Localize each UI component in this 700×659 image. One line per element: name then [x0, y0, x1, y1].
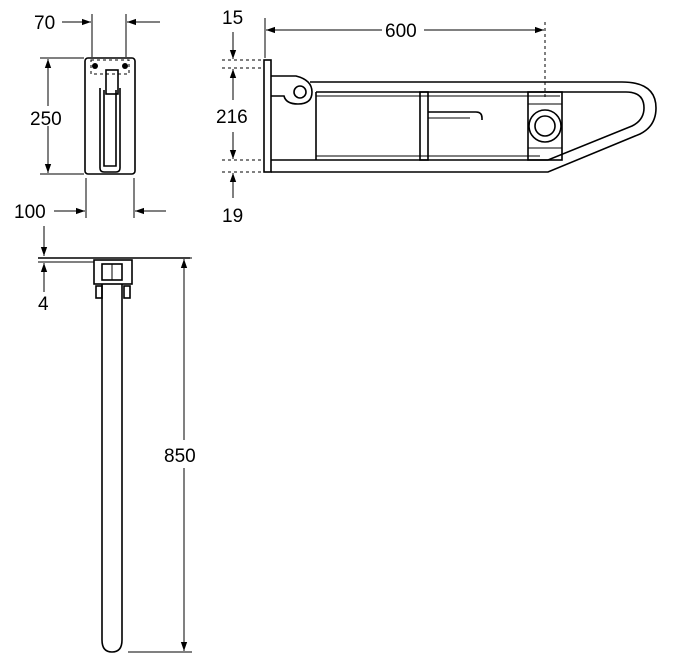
mounting-holes-outline [90, 59, 130, 75]
paper-holder-arm [428, 111, 483, 120]
dimension-600: 600 [264, 18, 544, 58]
dimension-216: 216 [216, 69, 248, 159]
center-strap [419, 91, 429, 161]
dimension-4: 4 [38, 226, 49, 315]
dimension-850: 850 [128, 257, 196, 653]
plan-view [38, 257, 190, 653]
grab-bar-front-inner [103, 90, 117, 167]
dim-4-label: 4 [38, 294, 49, 315]
dimension-100: 100 [14, 178, 166, 223]
dimension-19: 19 [222, 159, 264, 227]
grab-bar-front [99, 88, 121, 173]
dim-100-label: 100 [14, 202, 46, 223]
dim-600-label: 600 [385, 21, 417, 42]
hinge-pin [293, 85, 307, 99]
dim-19-label: 19 [222, 206, 243, 227]
front-view [84, 57, 136, 175]
round-fitting-inner [534, 115, 556, 137]
dim-70-label: 70 [34, 13, 55, 34]
pin-right [123, 285, 131, 299]
hinge-block [105, 69, 119, 95]
dimension-70: 70 [34, 13, 160, 57]
dimension-15: 15 [222, 8, 264, 69]
grab-bar-plan [101, 284, 123, 653]
hinge-knuckle [271, 75, 313, 105]
side-view [263, 22, 657, 173]
pin-left [95, 285, 103, 299]
screw-hole-right [122, 63, 128, 69]
mount-block-plan [93, 259, 133, 285]
dimension-250: 250 [30, 57, 84, 175]
arm-outer [271, 81, 657, 173]
dim-850-label: 850 [164, 446, 196, 467]
wall-plate-front [84, 57, 136, 175]
end-bracket [527, 91, 563, 161]
screw-hole-left [92, 63, 98, 69]
dim-15-label: 15 [222, 8, 243, 29]
wall-plate-side [263, 59, 272, 173]
dim-216-label: 216 [216, 107, 248, 128]
round-fitting-outer [528, 109, 562, 143]
dim-250-label: 250 [30, 109, 62, 130]
arm-inner [271, 91, 645, 161]
